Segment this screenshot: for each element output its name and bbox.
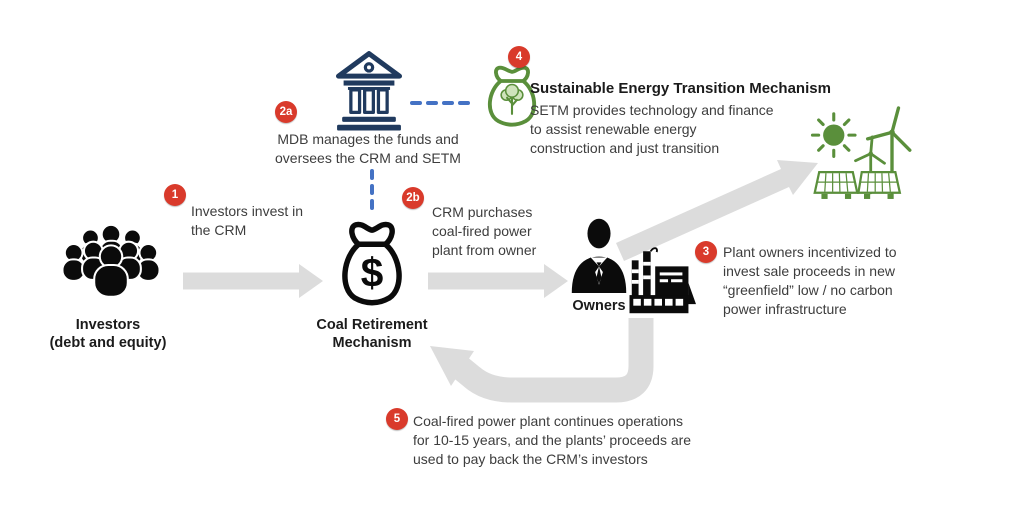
step-2a-badge: 2a — [275, 101, 297, 123]
step-3-badge: 3 — [695, 241, 717, 263]
setm-title: Sustainable Energy Transition Mechanism — [530, 80, 831, 97]
solar-panel-icon — [813, 170, 902, 199]
sun-icon — [810, 112, 857, 158]
crm-money-bag-icon: $ — [342, 221, 402, 306]
step-5-text: Coal-fired power plant continues operati… — [413, 413, 692, 467]
step-2b-badge: 2b — [402, 187, 424, 209]
step-2b-text: CRM purchases coal-fired power plant fro… — [432, 204, 537, 258]
coal-plant-factory-icon — [629, 247, 696, 314]
step-3-text: Plant owners incentivized to invest sale… — [723, 244, 897, 317]
step-5-badge: 5 — [386, 408, 408, 430]
smoke-icon — [649, 247, 658, 253]
renewable-energy-icon — [810, 106, 912, 199]
owner-businessman-icon — [571, 218, 627, 293]
owners-to-renewables-arrow — [616, 160, 818, 261]
setm-description: SETM provides technology and finance to … — [530, 102, 774, 156]
owners-label: Owners — [572, 298, 626, 314]
investors-crowd-icon — [61, 223, 161, 298]
step-1-text: Investors invest in the CRM — [191, 203, 304, 238]
setm-green-money-bag-icon — [488, 65, 536, 127]
owners-to-crm-return-arrow — [453, 318, 654, 403]
dollar-sign: $ — [361, 249, 384, 295]
crm-label: Coal Retirement Mechanism — [316, 317, 428, 351]
mdb-bank-icon — [335, 51, 403, 131]
tie-icon — [596, 262, 602, 267]
investors-label: Investors (debt and equity) — [49, 317, 167, 351]
step-1-badge: 1 — [164, 184, 186, 206]
investors-to-crm-arrow — [183, 264, 323, 298]
return-arrowhead — [430, 346, 474, 386]
tree-icon — [500, 83, 524, 115]
crm-to-owners-arrow — [428, 264, 568, 298]
step-4-badge: 4 — [508, 46, 530, 68]
mdb-caption: MDB manages the funds and oversees the C… — [275, 131, 461, 166]
